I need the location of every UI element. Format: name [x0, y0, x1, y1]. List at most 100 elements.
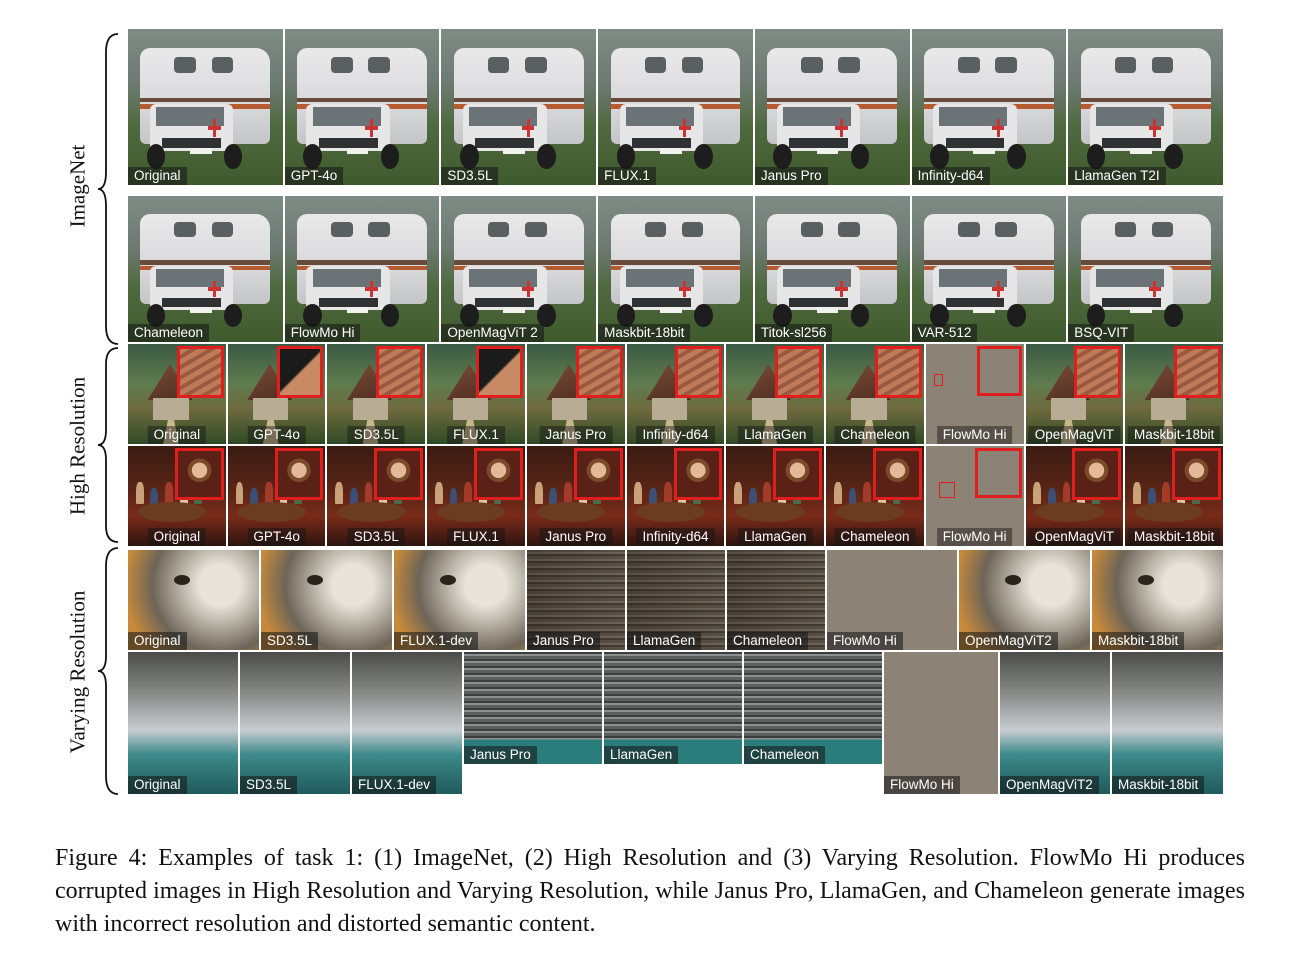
highres2-tile-sd3-5l: SD3.5L	[327, 446, 428, 546]
highres2-label-maskbit-18bit: Maskbit-18bit	[1127, 528, 1221, 546]
imagenet2-tile-titok-sl256: Titok-sl256	[754, 196, 912, 342]
imagenet2-label-openmagvit-2: OpenMagViT 2	[441, 324, 544, 342]
highres1-label-original: Original	[147, 426, 207, 444]
imagenet2-label-chameleon: Chameleon	[128, 324, 210, 342]
highres2-tile-original: Original	[128, 446, 228, 546]
imagenet1-label-janus-pro: Janus Pro	[754, 167, 828, 185]
highres2-tile-infinity-d64: Infinity-d64	[626, 446, 727, 546]
imagenet2-tile-var-512: VAR-512	[911, 196, 1069, 342]
imagenet2-label-bsq-vit: BSQ-VIT	[1068, 324, 1135, 342]
highres2-label-infinity-d64: Infinity-d64	[636, 528, 715, 546]
varres2-label-janus-pro: Janus Pro	[464, 746, 537, 764]
highres2-tile-openmagvit: OpenMagViT	[1025, 446, 1126, 546]
highres1-label-flowmo-hi: FlowMo Hi	[936, 426, 1013, 444]
imagenet1-label-llamagen-t2i: LlamaGen T2I	[1068, 167, 1166, 185]
varres1-tile-flowmo-hi: FlowMo Hi	[827, 550, 959, 650]
varres1-label-original: Original	[128, 632, 187, 650]
brace-varying-resolution	[96, 546, 122, 796]
varres1-label-llamagen: LlamaGen	[627, 632, 702, 650]
highres2-label-flux-1: FLUX.1	[447, 528, 505, 546]
section-label-varying-resolution: Varying Resolution	[65, 590, 90, 754]
imagenet1-tile-gpt-4o: GPT-4o	[284, 29, 442, 185]
varres1-label-flux-1-dev: FLUX.1-dev	[394, 632, 479, 650]
highres1-label-openmagvit: OpenMagViT	[1028, 426, 1121, 444]
varres1-tile-openmagvit2: OpenMagViT2	[959, 550, 1092, 650]
highres2-label-flowmo-hi: FlowMo Hi	[936, 528, 1013, 546]
imagenet2-tile-maskbit-18bit: Maskbit-18bit	[598, 196, 755, 342]
varres1-label-janus-pro: Janus Pro	[527, 632, 600, 650]
varres2-label-openmagvit2: OpenMagViT2	[1000, 776, 1099, 794]
varres2-tile-openmagvit2: OpenMagViT2	[1000, 652, 1112, 794]
varres2-tile-janus-pro: Janus Pro	[464, 652, 604, 764]
varres1-tile-flux-1-dev: FLUX.1-dev	[394, 550, 527, 650]
varres1-tile-chameleon: Chameleon	[727, 550, 827, 650]
varres2-label-llamagen: LlamaGen	[604, 746, 679, 764]
section-label-imagenet: ImageNet	[65, 144, 90, 228]
highres2-tile-janus-pro: Janus Pro	[526, 446, 627, 546]
highres1-tile-sd3-5l: SD3.5L	[327, 344, 428, 444]
varres1-label-chameleon: Chameleon	[727, 632, 809, 650]
highres1-tile-infinity-d64: Infinity-d64	[626, 344, 727, 444]
section-label-high-resolution: High Resolution	[65, 376, 90, 516]
varres2-label-original: Original	[128, 776, 187, 794]
highres1-tile-janus-pro: Janus Pro	[526, 344, 627, 444]
varres2-label-chameleon: Chameleon	[744, 746, 826, 764]
highres1-label-infinity-d64: Infinity-d64	[636, 426, 715, 444]
varres2-tile-llamagen: LlamaGen	[604, 652, 744, 764]
varres2-label-sd3-5l: SD3.5L	[240, 776, 298, 794]
imagenet2-tile-bsq-vit: BSQ-VIT	[1068, 196, 1225, 342]
imagenet1-tile-janus-pro: Janus Pro	[754, 29, 912, 185]
imagenet1-tile-flux-1: FLUX.1	[598, 29, 755, 185]
highres2-label-original: Original	[147, 528, 207, 546]
varres1-label-maskbit-18bit: Maskbit-18bit	[1092, 632, 1185, 650]
highres2-tile-flowmo-hi: FlowMo Hi	[925, 446, 1026, 546]
varres1-tile-janus-pro: Janus Pro	[527, 550, 627, 650]
imagenet2-tile-chameleon: Chameleon	[128, 196, 285, 342]
imagenet1-tile-original: Original	[128, 29, 285, 185]
highres2-label-sd3-5l: SD3.5L	[347, 528, 405, 546]
varres2-tile-maskbit-18bit: Maskbit-18bit	[1112, 652, 1225, 794]
highres1-tile-llamagen: LlamaGen	[726, 344, 827, 444]
imagenet1-label-original: Original	[128, 167, 187, 185]
highres2-label-llamagen: LlamaGen	[738, 528, 813, 546]
highres1-label-flux-1: FLUX.1	[447, 426, 505, 444]
varres1-label-sd3-5l: SD3.5L	[261, 632, 319, 650]
imagenet2-label-maskbit-18bit: Maskbit-18bit	[598, 324, 691, 342]
highres2-tile-gpt-4o: GPT-4o	[227, 446, 328, 546]
highres2-tile-chameleon: Chameleon	[826, 446, 926, 546]
varres1-tile-maskbit-18bit: Maskbit-18bit	[1092, 550, 1225, 650]
highres2-tile-llamagen: LlamaGen	[726, 446, 827, 546]
imagenet1-label-flux-1: FLUX.1	[598, 167, 656, 185]
highres1-tile-original: Original	[128, 344, 228, 444]
highres1-tile-chameleon: Chameleon	[826, 344, 926, 444]
highres1-tile-flowmo-hi: FlowMo Hi	[925, 344, 1026, 444]
brace-imagenet	[96, 32, 122, 346]
highres2-label-gpt-4o: GPT-4o	[247, 528, 306, 546]
varres1-label-flowmo-hi: FlowMo Hi	[827, 632, 903, 650]
highres2-label-janus-pro: Janus Pro	[539, 528, 613, 546]
brace-high-resolution	[96, 346, 122, 544]
imagenet1-label-gpt-4o: GPT-4o	[284, 167, 344, 185]
varres2-label-maskbit-18bit: Maskbit-18bit	[1112, 776, 1205, 794]
varres2-label-flux-1-dev: FLUX.1-dev	[352, 776, 437, 794]
imagenet2-tile-openmagvit-2: OpenMagViT 2	[441, 196, 599, 342]
varres2-tile-original: Original	[128, 652, 240, 794]
varres1-label-openmagvit2: OpenMagViT2	[959, 632, 1058, 650]
highres1-label-maskbit-18bit: Maskbit-18bit	[1127, 426, 1221, 444]
highres1-tile-maskbit-18bit: Maskbit-18bit	[1125, 344, 1225, 444]
highres2-label-openmagvit: OpenMagViT	[1028, 528, 1121, 546]
highres1-label-gpt-4o: GPT-4o	[247, 426, 306, 444]
imagenet1-tile-llamagen-t2i: LlamaGen T2I	[1068, 29, 1225, 185]
highres1-label-janus-pro: Janus Pro	[539, 426, 613, 444]
figure-caption: Figure 4: Examples of task 1: (1) ImageN…	[55, 845, 1245, 937]
highres2-tile-flux-1: FLUX.1	[427, 446, 527, 546]
varres2-tile-flux-1-dev: FLUX.1-dev	[352, 652, 464, 794]
imagenet1-tile-sd3-5l: SD3.5L	[441, 29, 599, 185]
highres1-tile-gpt-4o: GPT-4o	[227, 344, 328, 444]
imagenet2-label-var-512: VAR-512	[911, 324, 978, 342]
highres1-label-llamagen: LlamaGen	[738, 426, 813, 444]
imagenet2-label-titok-sl256: Titok-sl256	[754, 324, 833, 342]
imagenet1-label-sd3-5l: SD3.5L	[441, 167, 499, 185]
highres2-label-chameleon: Chameleon	[834, 528, 916, 546]
imagenet1-label-infinity-d64: Infinity-d64	[911, 167, 990, 185]
